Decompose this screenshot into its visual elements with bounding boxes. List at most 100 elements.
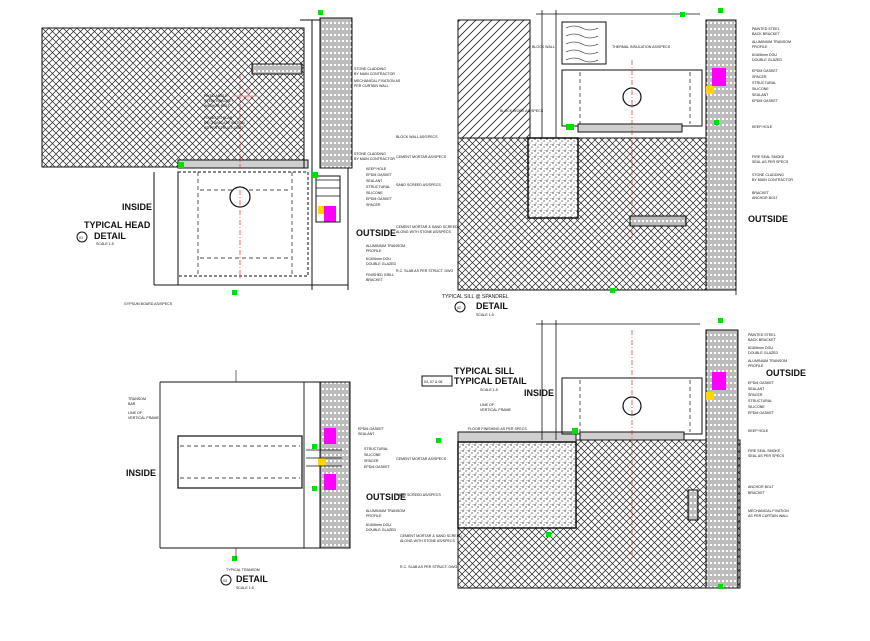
note: STEEL BRACKET: [204, 99, 234, 103]
note: BRACKET: [748, 491, 766, 495]
marker-green-2: [312, 172, 318, 178]
note: ALUMINIUM TRANSOM: [366, 509, 405, 513]
note: SILICONE: [366, 191, 383, 195]
note: SEALANT: [366, 179, 383, 183]
note: BACK BRACKET: [748, 338, 777, 342]
note: CEMENT MORTAR & SAND SCREED: [396, 225, 458, 229]
note: SEALANT: [358, 432, 375, 436]
inside-label: INSIDE: [122, 202, 152, 212]
transom-caption: TYPICAL TRANSOM: [226, 568, 260, 572]
note: EPDM GASKET: [366, 173, 393, 177]
note: FLOOR FINISHING AS PER SPECS: [468, 427, 527, 431]
note: DOUBLE GLAZED: [366, 262, 397, 266]
note: LINE OF: [128, 411, 143, 415]
note: BRACKET: [366, 278, 384, 282]
mullion-stack: [306, 449, 342, 467]
axis-mark: [232, 88, 258, 104]
note: SEALANT: [748, 387, 765, 391]
note: STONE CLADDING: [354, 152, 386, 156]
sill-left-notes: LINE OF VERTICAL FRAME FLOOR FINISHING A…: [396, 403, 527, 569]
note: EPDM GASKET: [364, 465, 391, 469]
sill-scale: SCALE 1:5: [480, 388, 498, 392]
note: ALONG WITH STONE AS/SPECS: [396, 230, 451, 234]
note: EPDM GASKET: [748, 411, 775, 415]
marker-green-4: [232, 290, 237, 295]
note: SEAL AS PER SPECS: [748, 454, 785, 458]
note: R.C. SLAB AS PER STRUCT. DWG: [396, 269, 454, 273]
note: VERTICAL FRAME: [128, 416, 160, 420]
note: EPDM GASKET: [752, 99, 779, 103]
note: BLOCK WALL: [532, 45, 555, 49]
marker-green-1: [178, 162, 184, 168]
glass-panel: [315, 175, 341, 223]
note: ANCHOR BOLT: [748, 485, 774, 489]
note: SPACER: [752, 75, 767, 79]
frame-lines: [159, 381, 350, 549]
marker-green-2: [718, 318, 723, 323]
note: VERTICAL FRAME: [480, 408, 512, 412]
note: FINISHED GRILL: [366, 273, 394, 277]
dotted-screed-sill: [457, 441, 577, 529]
note: PAINTED STEEL: [752, 27, 780, 31]
note: EPDM GASKET: [752, 69, 779, 73]
insulation-wave: [565, 25, 599, 63]
insulation-magenta-bottom: [324, 474, 336, 490]
marker-green-4: [546, 532, 551, 537]
sill-plate: [577, 123, 683, 133]
section-lines: [153, 19, 349, 290]
note: BAR: [128, 402, 136, 406]
note: TRANSOM: [128, 397, 146, 401]
transom-right-notes: EPDM GASKET SEALANT STRUCTURAL SILICONE …: [358, 427, 405, 532]
sill-spandrel-scale: SCALE 1:5: [476, 313, 494, 317]
insulation-magenta: [712, 372, 726, 390]
transom-bar: [177, 435, 303, 489]
sill-spandrel-caption: TYPICAL SILL @ SPANDREL: [442, 294, 509, 300]
transom-title: DETAIL: [236, 574, 268, 584]
marker-green-1: [312, 444, 317, 449]
inside-label: INSIDE: [126, 468, 156, 478]
transom-left-notes: TRANSOM BAR LINE OF VERTICAL FRAME: [128, 397, 160, 420]
floor-finish: [457, 431, 577, 443]
sill-right-notes: PAINTED STEEL BACK BRACKET 6/16/6mm DGU …: [748, 333, 789, 518]
note: ANCHOR BOLT: [752, 196, 778, 200]
sill-spandrel-bubble-number: 02: [457, 306, 461, 310]
yellow-spacer: [318, 458, 326, 466]
marker-green-5: [718, 8, 723, 13]
marker-green-2: [680, 12, 685, 17]
note: 6/16/6mm DGU: [752, 53, 777, 57]
note: CEMENT MORTAR & SAND SCREED: [400, 534, 462, 538]
note: FIRE SEAL SMOKE: [748, 449, 781, 453]
note: ANCHOR BOLT: [204, 104, 230, 108]
note: SEAL AS PER SPECS: [752, 160, 789, 164]
slab-hatch: [41, 27, 305, 168]
note: BACK BRACKET: [752, 32, 781, 36]
note: KEEP HOLE: [748, 429, 769, 433]
bracket: [251, 63, 303, 75]
note: STONE CLADDING: [354, 67, 386, 71]
block-wall-diag: [457, 19, 531, 141]
note: 6/16/6mm DGU: [366, 523, 391, 527]
marker-green-1: [566, 124, 574, 130]
note: FIXING TO SLAB: [204, 116, 233, 120]
note: 6/16/6mm DGU: [748, 346, 773, 350]
note: STRUCTURAL: [364, 447, 388, 451]
note: PROFILE: [366, 249, 382, 253]
marker-green-3: [232, 556, 237, 561]
marker-green-1: [572, 428, 578, 434]
note: CEMENT MORTAR AS/SPECS: [396, 457, 447, 461]
transom-scale: SCALE 1:5: [236, 586, 254, 590]
note: CEMENT MORTAR AS/SPECS: [396, 155, 447, 159]
head-left-notes: FIXED ANGLE STEEL BRACKET ANCHOR BOLT FI…: [204, 94, 245, 130]
outside-label: OUTSIDE: [356, 228, 396, 238]
note: SILICONE: [364, 453, 381, 457]
yellow-spacer: [706, 86, 714, 94]
note: ALUMINIUM TRANSOM: [752, 40, 791, 44]
marker-green-3: [436, 438, 441, 443]
note: BRACKET: [752, 191, 770, 195]
note: BY MAIN CONTRACTOR: [752, 178, 793, 182]
note: AS PER CURTAIN WALL: [748, 514, 788, 518]
note: SEALANT: [752, 93, 769, 97]
head-bubble: [76, 231, 88, 243]
note: ALUMINIUM TRANSOM: [366, 244, 405, 248]
sill-ref-box: [421, 375, 453, 387]
